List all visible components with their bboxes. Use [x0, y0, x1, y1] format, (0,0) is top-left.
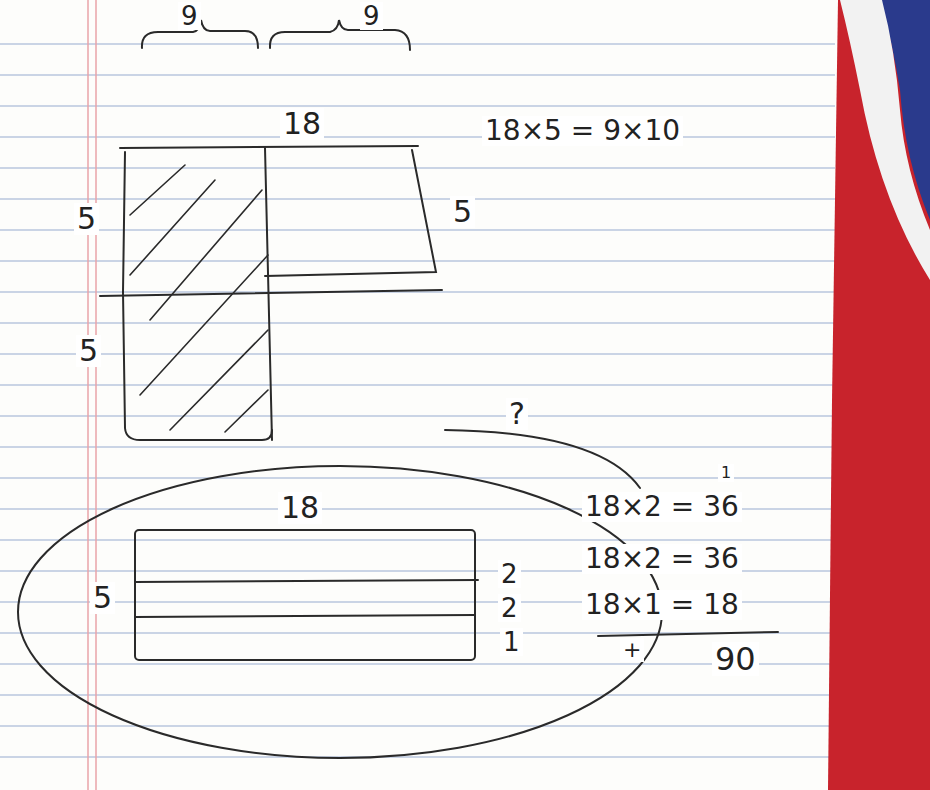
- margin-lines: [88, 0, 96, 790]
- question-mark: ?: [506, 398, 528, 430]
- dimension-label: 5: [74, 203, 99, 235]
- curve-line: [445, 430, 640, 488]
- dimension-label: 5: [90, 582, 115, 614]
- strip-width: 1: [500, 628, 523, 656]
- area-model-top: [100, 20, 442, 440]
- dimension-label: 9: [178, 2, 201, 30]
- sum-total: 90: [712, 642, 759, 676]
- hatching: [130, 165, 268, 432]
- strip-width: 2: [498, 560, 521, 588]
- white-cloth: [840, 0, 930, 280]
- sum-line: [598, 632, 778, 636]
- ruled-lines: [0, 44, 835, 757]
- dimension-label: 18: [278, 492, 322, 524]
- circled-region: [18, 466, 662, 758]
- dimension-label: 5: [76, 335, 101, 367]
- partial-product: 18×2 = 36: [582, 492, 742, 522]
- carry-digit: 1: [718, 464, 734, 482]
- partial-product: 18×2 = 36: [582, 544, 742, 574]
- dimension-label: 9: [360, 2, 383, 30]
- dimension-label: 5: [450, 196, 475, 228]
- red-cloth: [828, 0, 930, 790]
- partial-product: 18×1 = 18: [582, 590, 742, 620]
- plus-sign: +: [620, 638, 644, 662]
- area-model-bottom: [18, 430, 778, 758]
- dimension-label: 18: [280, 108, 324, 140]
- equation-note: 18×5 = 9×10: [482, 116, 683, 146]
- bracket: [270, 20, 410, 50]
- strip-width: 2: [498, 594, 521, 622]
